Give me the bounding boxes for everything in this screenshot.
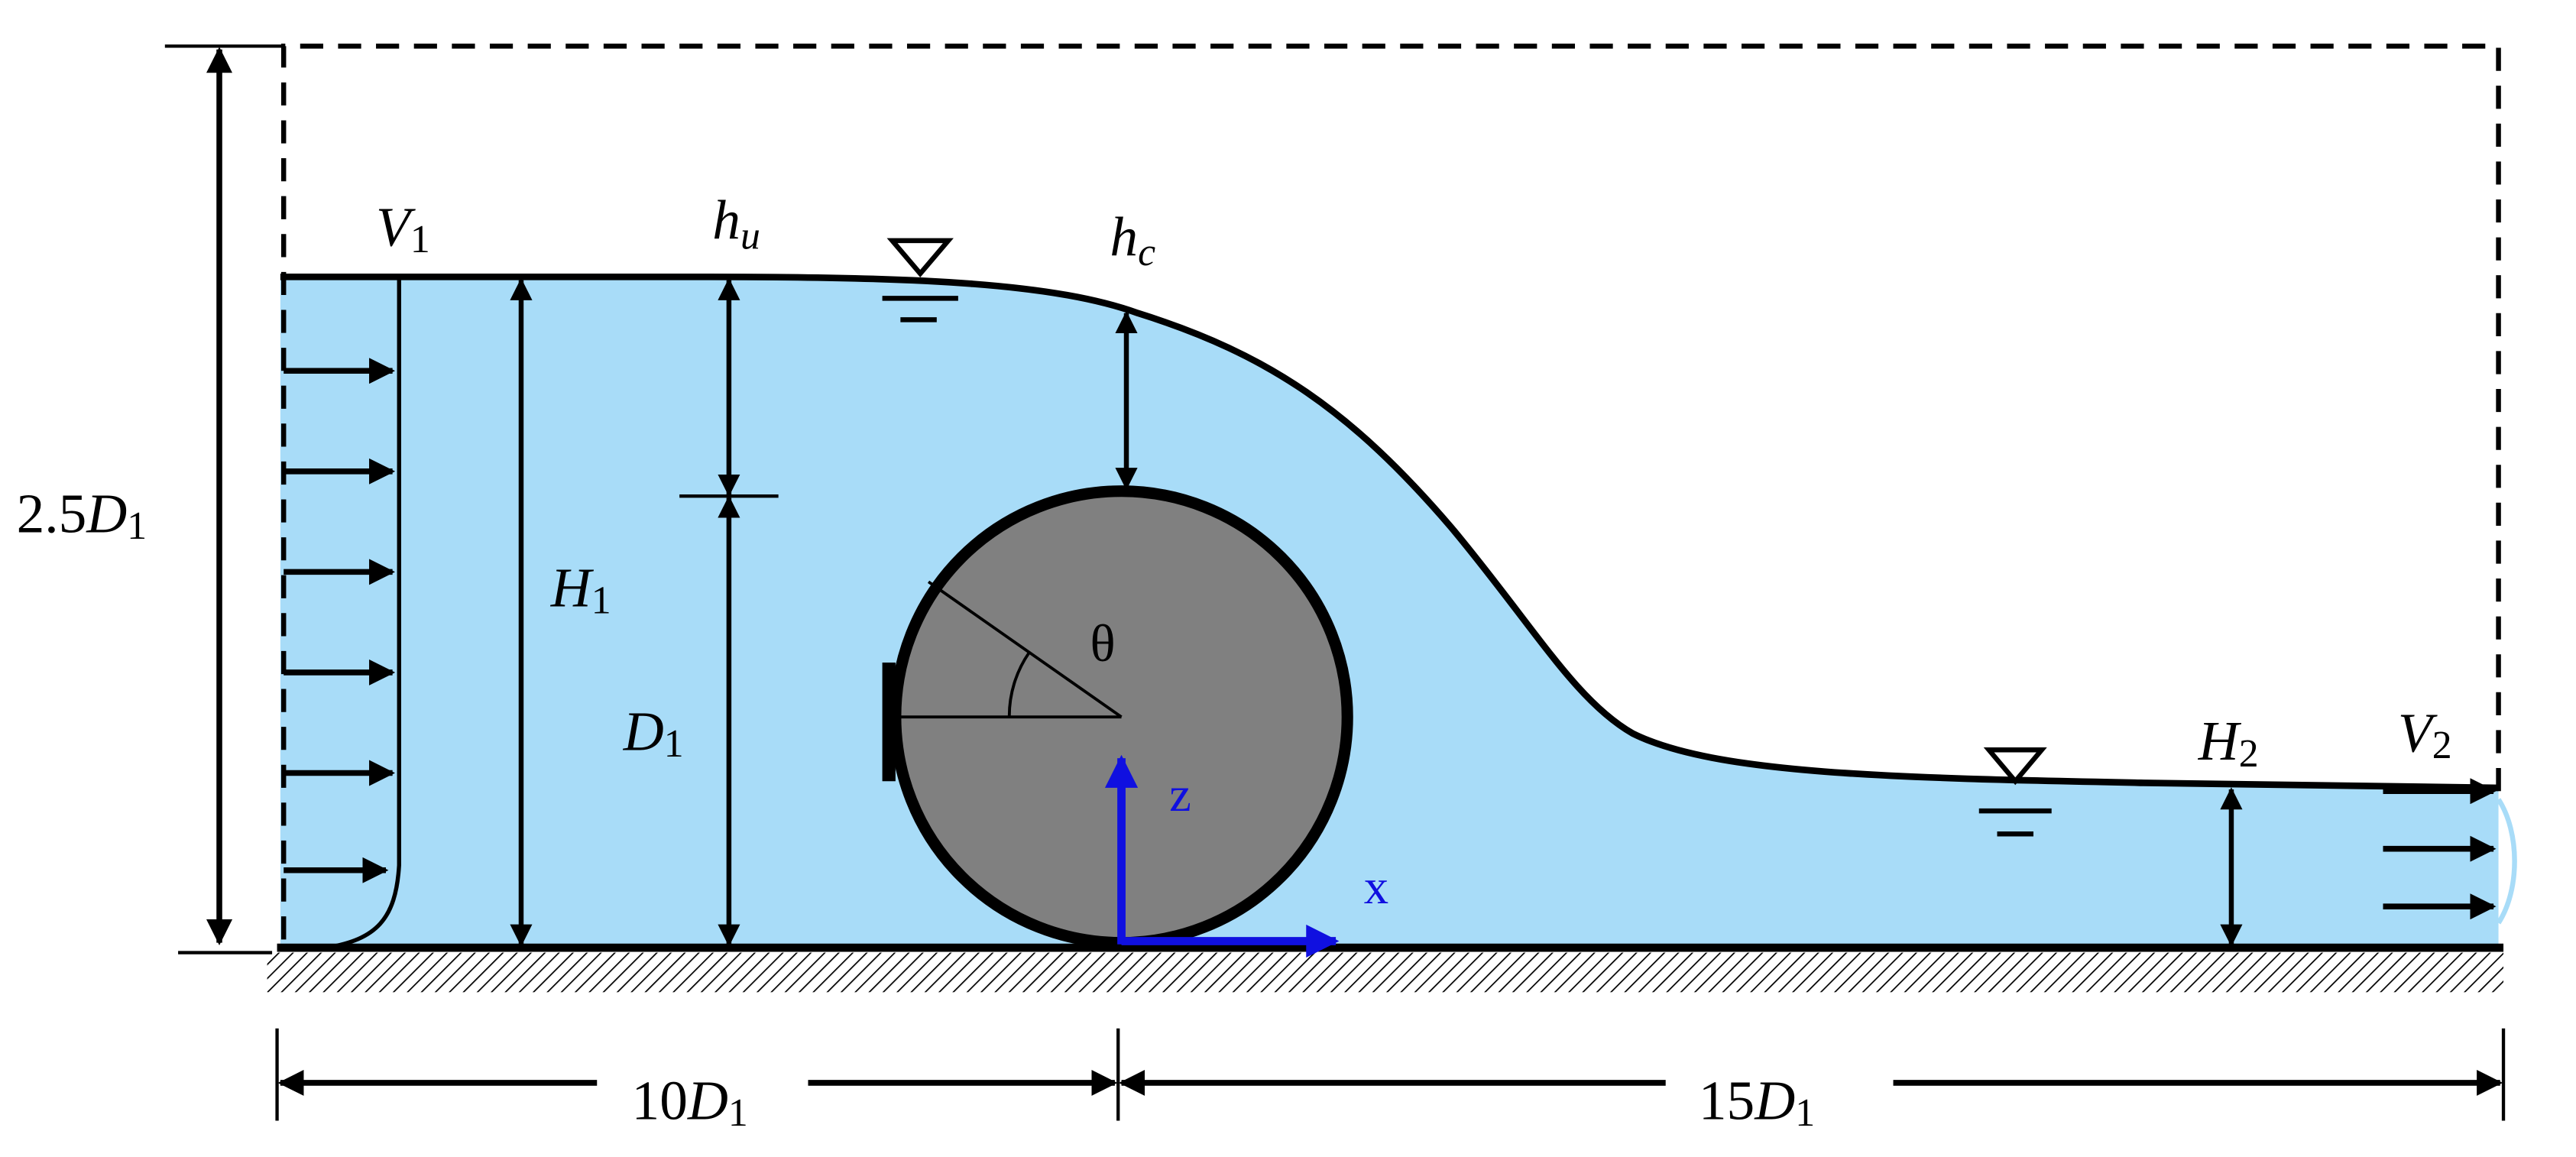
- water-region: [280, 277, 2499, 948]
- label-sub: 1: [591, 578, 611, 622]
- water-level-triangle: [1983, 747, 2047, 786]
- label-main: D: [623, 700, 664, 762]
- water-level-triangle: [886, 238, 954, 278]
- label-sub: 2: [2239, 732, 2259, 776]
- label-prefix: 2.5: [17, 483, 87, 545]
- x-axis-label: x: [1364, 859, 1388, 914]
- label-main: h: [1110, 206, 1138, 267]
- crest-depth-label: hc: [1110, 206, 1155, 274]
- label-main: H: [550, 557, 595, 619]
- label-sub: c: [1138, 231, 1155, 274]
- label-main: D: [86, 483, 127, 545]
- angle-arc: [1007, 651, 1031, 718]
- inlet-velocity-label: V1: [376, 196, 430, 261]
- downstream-water-level-symbol: [1978, 747, 2052, 837]
- label-prefix: 15: [1699, 1069, 1755, 1131]
- label-sub: 1: [127, 504, 147, 548]
- label-main: V: [2398, 702, 2438, 763]
- label-main: V: [376, 196, 416, 258]
- label-main: H: [2198, 710, 2242, 772]
- label-sub: 1: [664, 722, 684, 766]
- angle-ray-inclined: [927, 580, 1123, 718]
- free-surface: [280, 274, 2499, 792]
- label-sub: 1: [1795, 1091, 1815, 1135]
- pipe-left-plate: [882, 662, 896, 782]
- inlet-flow-arrows: [284, 358, 396, 883]
- angle-label: θ: [1090, 614, 1116, 672]
- label-prefix: 10: [632, 1069, 688, 1131]
- outlet-velocity-label: V2: [2398, 702, 2452, 767]
- outlet-profile: [2496, 798, 2517, 925]
- domain-height-label: 2.5D1: [17, 483, 147, 549]
- upstream-depth-label: hu: [712, 190, 760, 258]
- label-sub: 1: [410, 218, 430, 261]
- label-main: h: [712, 190, 740, 251]
- downstream-length-label: 15D1: [1699, 1069, 1815, 1135]
- label-main: D: [1754, 1069, 1795, 1131]
- label-sub: 2: [2432, 724, 2452, 767]
- downstream-water-height-label: H2: [2198, 710, 2259, 776]
- label-sub: u: [740, 215, 760, 258]
- label-sub: 1: [728, 1091, 748, 1135]
- z-axis-label: z: [1169, 766, 1191, 822]
- upstream-length-label: 10D1: [632, 1069, 748, 1135]
- upstream-water-level-symbol: [882, 238, 958, 322]
- label-main: D: [687, 1069, 728, 1131]
- ground-hatch: [267, 952, 2504, 993]
- inlet-velocity-profile: [326, 277, 401, 950]
- outlet-flow-arrows: [2383, 778, 2497, 920]
- pipe-diameter-label: D1: [623, 700, 684, 766]
- upstream-water-height-label: H1: [550, 557, 611, 623]
